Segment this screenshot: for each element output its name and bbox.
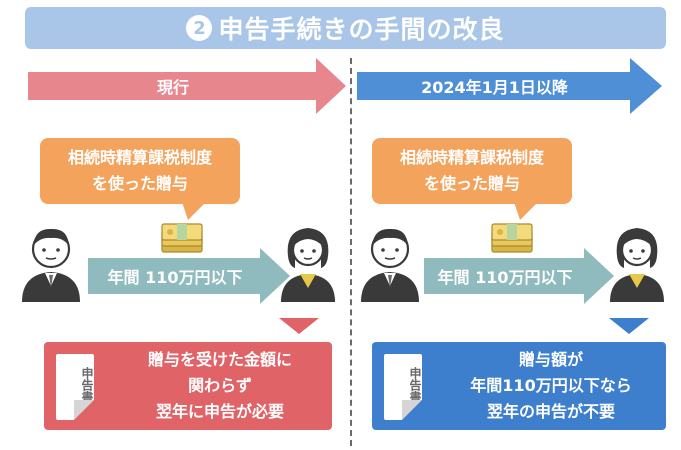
flow-label: 年間 110万円以下 xyxy=(88,258,262,294)
title-banner: 2 申告手続きの手間の改良 xyxy=(25,7,666,49)
result-box-new: 申告書 贈与額が 年間110万円以下なら 翌年の申告が不要 xyxy=(372,342,666,430)
gift-flow-arrow-current: 年間 110万円以下 xyxy=(88,248,290,304)
gift-flow-arrow-new: 年間 110万円以下 xyxy=(424,248,614,304)
result-line-3: 翌年に申告が必要 xyxy=(155,402,284,421)
document-label: 申告書 xyxy=(80,367,94,403)
bubble-tail xyxy=(514,202,538,220)
phase-arrow-head xyxy=(316,58,346,114)
female-person-icon xyxy=(281,228,335,302)
phase-arrow-head xyxy=(630,58,662,114)
result-line-3: 翌年の申告が不要 xyxy=(486,402,615,421)
down-triangle-marker xyxy=(279,318,319,334)
flow-label: 年間 110万円以下 xyxy=(424,258,586,294)
phase-label-current: 現行 xyxy=(28,72,318,100)
document-label: 申告書 xyxy=(408,367,422,403)
phase-arrow-new: 2024年1月1日以降 xyxy=(357,58,662,114)
result-line-2: 関わらず xyxy=(188,376,252,395)
title-number-badge: 2 xyxy=(186,15,213,41)
result-text: 贈与を受けた金額に 関わらず 翌年に申告が必要 xyxy=(114,342,326,430)
bubble-line-1: 相続時精算課税制度 xyxy=(399,148,544,167)
page-title: 申告手続きの手間の改良 xyxy=(218,15,505,44)
bubble-line-2: を使った贈与 xyxy=(91,174,188,193)
bubble-tail xyxy=(182,202,206,220)
speech-bubble-new: 相続時精算課税制度 を使った贈与 xyxy=(372,138,572,220)
female-person-icon xyxy=(610,228,664,302)
male-person-icon xyxy=(22,228,80,302)
phase-label-new: 2024年1月1日以降 xyxy=(357,72,632,100)
result-text: 贈与額が 年間110万円以下なら 翌年の申告が不要 xyxy=(442,342,660,430)
section-divider xyxy=(350,58,352,446)
document-fold xyxy=(74,400,94,420)
result-box-current: 申告書 贈与を受けた金額に 関わらず 翌年に申告が必要 xyxy=(44,342,332,430)
document-icon: 申告書 xyxy=(56,354,94,420)
result-line-1: 贈与額が xyxy=(518,350,583,369)
phase-arrow-current: 現行 xyxy=(28,58,346,114)
money-bundle-icon xyxy=(491,223,533,253)
result-line-1: 贈与を受けた金額に xyxy=(147,350,292,369)
bubble-line-2: を使った贈与 xyxy=(423,174,520,193)
bubble-line-1: 相続時精算課税制度 xyxy=(67,148,212,167)
document-fold xyxy=(402,400,422,420)
money-bundle-icon xyxy=(161,223,203,253)
down-triangle-marker xyxy=(609,318,649,334)
male-person-icon xyxy=(361,228,419,302)
speech-bubble-current: 相続時精算課税制度 を使った贈与 xyxy=(40,138,240,220)
document-icon: 申告書 xyxy=(384,354,422,420)
result-line-2: 年間110万円以下なら xyxy=(470,376,632,395)
flow-arrow-head xyxy=(584,248,614,304)
